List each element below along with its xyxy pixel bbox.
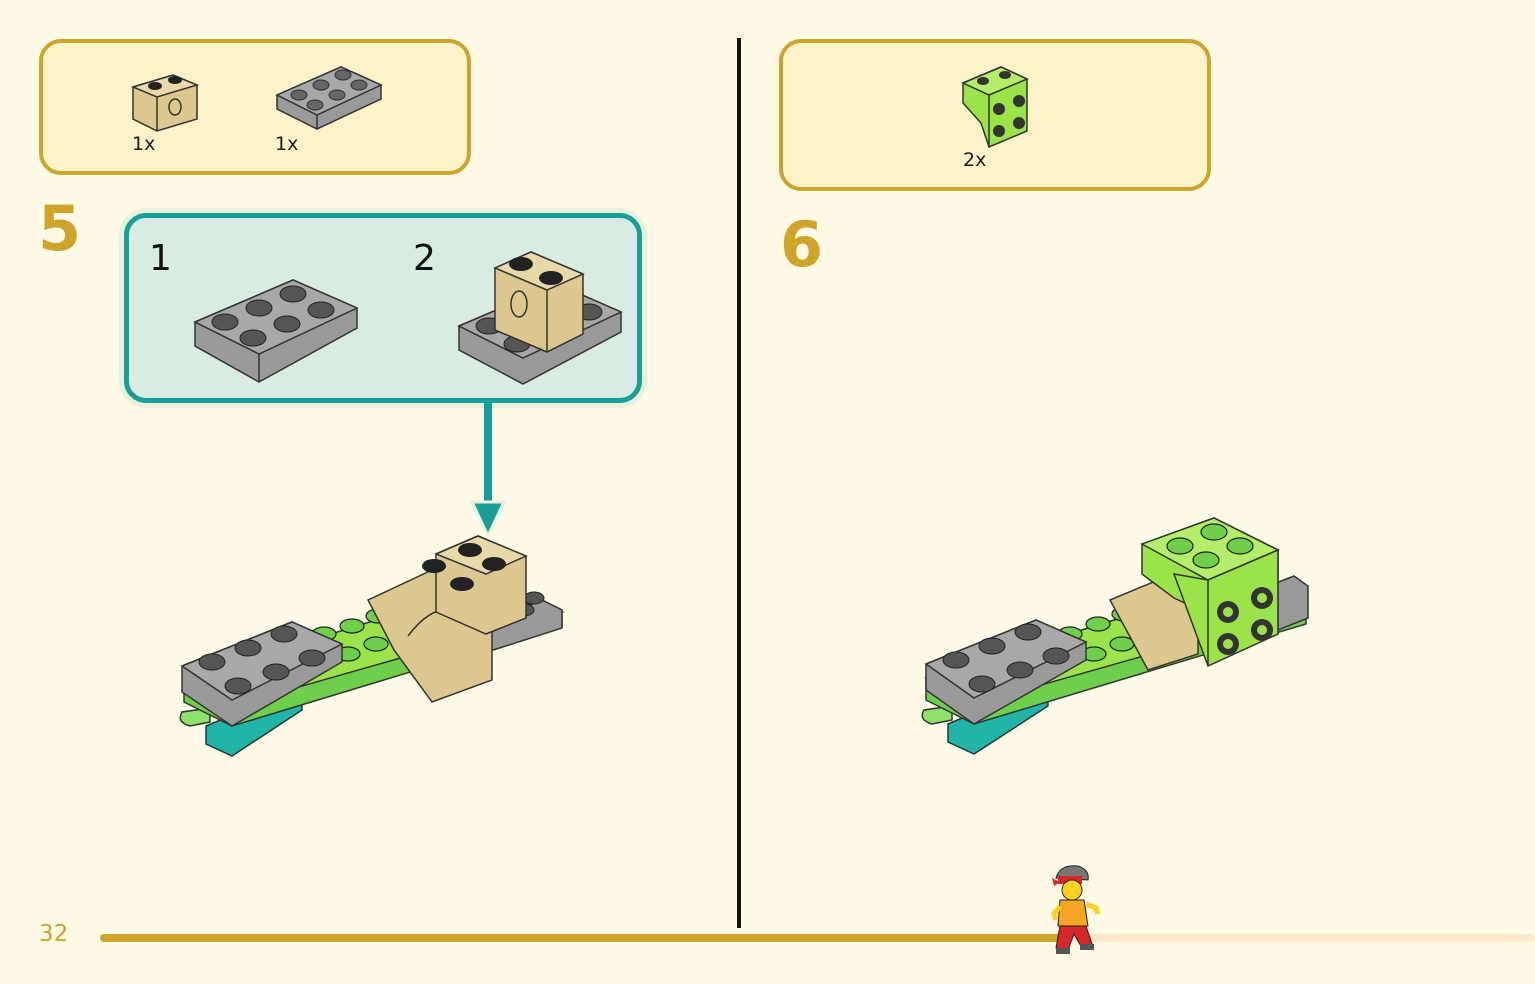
step5-model-illustration [179, 535, 565, 757]
gray-plate-part-icon [275, 66, 383, 130]
step5-subassembly-box: 1 2 [124, 213, 642, 403]
lime-bracket-quantity: 2x [963, 149, 987, 171]
step6-parts-box: 2x [779, 39, 1211, 191]
page-number: 32 [39, 921, 69, 947]
lime-bracket-part-icon [961, 66, 1029, 149]
progress-bar-track [1068, 934, 1535, 942]
step6-model-illustration [921, 517, 1309, 755]
step6-number: 6 [780, 208, 824, 281]
page-divider [737, 38, 741, 928]
tan-brick-quantity: 1x [132, 133, 156, 155]
gray-plate-quantity: 1x [275, 133, 299, 155]
substep-1-gray-plate-illustration [193, 279, 359, 383]
tan-brick-part-icon [130, 74, 200, 132]
step5-parts-box: 1x 1x [39, 39, 471, 175]
substep-2-number: 2 [413, 238, 436, 279]
step5-number: 5 [38, 192, 82, 265]
running-minifigure-icon [1051, 865, 1101, 954]
substep-2-plate-with-brick-illustration [457, 251, 623, 385]
progress-bar-fill [100, 934, 1068, 942]
substep-1-number: 1 [149, 238, 172, 279]
teal-down-arrow [469, 402, 507, 540]
